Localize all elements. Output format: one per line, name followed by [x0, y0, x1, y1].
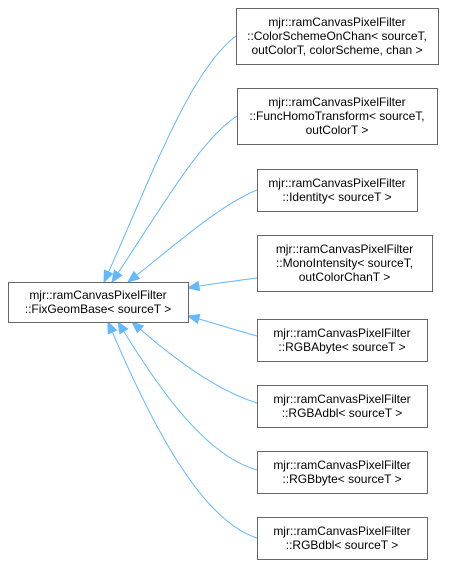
edge-rgb-dbl [111, 331, 258, 539]
class-nodes: mjr::ramCanvasPixelFilter::FixGeomBase< … [8, 8, 439, 560]
node-rgba-byte-label-line: mjr::ramCanvasPixelFilter [273, 326, 410, 340]
node-rgba-byte-box [257, 319, 428, 362]
node-rgb-byte[interactable]: mjr::ramCanvasPixelFilter::RGBbyte< sour… [257, 451, 428, 494]
node-rgba-dbl[interactable]: mjr::ramCanvasPixelFilter::RGBAdbl< sour… [257, 385, 428, 428]
node-color-scheme-on-chan-label-line: ::ColorSchemeOnChan< sourceT, [247, 29, 427, 43]
node-color-scheme-on-chan-box [236, 8, 439, 65]
node-rgb-dbl[interactable]: mjr::ramCanvasPixelFilter::RGBdbl< sourc… [257, 517, 428, 560]
node-fix-geom-base-label-line: ::FixGeomBase< sourceT > [25, 302, 172, 316]
node-rgba-dbl-label-line: mjr::ramCanvasPixelFilter [273, 392, 410, 406]
node-rgb-byte-label-line: mjr::ramCanvasPixelFilter [273, 458, 410, 472]
node-rgb-byte-box [257, 451, 428, 494]
node-func-homo-transform[interactable]: mjr::ramCanvasPixelFilter::FuncHomoTrans… [237, 88, 438, 145]
edge-rgb-dbl-arrowhead [107, 320, 118, 335]
node-identity-label-line: mjr::ramCanvasPixelFilter [268, 176, 405, 190]
edge-identity [136, 189, 258, 276]
edge-rgb-byte-arrowhead [117, 320, 129, 335]
edge-rgba-dbl [139, 328, 258, 404]
node-mono-intensity-label-line: ::MonoIntensity< sourceT, [276, 256, 413, 270]
edge-rgba-dbl-arrowhead [131, 321, 145, 334]
node-identity[interactable]: mjr::ramCanvasPixelFilter::Identity< sou… [257, 169, 418, 212]
edge-rgba-byte-arrowhead [186, 313, 201, 325]
node-color-scheme-on-chan-label-line: mjr::ramCanvasPixelFilter [268, 15, 405, 29]
node-identity-label-line: ::Identity< sourceT > [282, 190, 391, 204]
node-mono-intensity-label-line: outColorChanT > [299, 270, 391, 284]
node-func-homo-transform-label-line: outColorT > [306, 123, 369, 137]
node-rgba-dbl-box [257, 385, 428, 428]
edge-color-scheme-on-chan [108, 35, 237, 273]
inheritance-edges [103, 35, 258, 539]
node-rgba-dbl-label-line: ::RGBAdbl< sourceT > [282, 406, 403, 420]
edge-mono-intensity-arrowhead [186, 280, 201, 292]
edge-rgb-byte [123, 331, 258, 471]
node-fix-geom-base-box [8, 282, 189, 323]
node-func-homo-transform-label-line: mjr::ramCanvasPixelFilter [268, 95, 405, 109]
edge-identity-arrowhead [126, 270, 141, 283]
node-func-homo-transform-box [237, 88, 438, 145]
node-mono-intensity-box [257, 235, 433, 292]
edge-color-scheme-on-chan-arrowhead [103, 269, 114, 284]
edge-rgba-byte [198, 318, 258, 337]
node-fix-geom-base[interactable]: mjr::ramCanvasPixelFilter::FixGeomBase< … [8, 282, 189, 323]
node-rgba-byte[interactable]: mjr::ramCanvasPixelFilter::RGBAbyte< sou… [257, 319, 428, 362]
node-color-scheme-on-chan-label-line: outColorT, colorScheme, chan > [251, 43, 422, 57]
node-func-homo-transform-label-line: ::FuncHomoTransform< sourceT, [249, 109, 424, 123]
node-color-scheme-on-chan[interactable]: mjr::ramCanvasPixelFilter::ColorSchemeOn… [236, 8, 439, 65]
node-rgb-dbl-label-line: ::RGBdbl< sourceT > [286, 538, 399, 552]
node-mono-intensity-label-line: mjr::ramCanvasPixelFilter [276, 242, 413, 256]
node-fix-geom-base-label-line: mjr::ramCanvasPixelFilter [29, 288, 166, 302]
node-rgb-byte-label-line: ::RGBbyte< sourceT > [282, 472, 401, 486]
edge-func-homo-transform [117, 115, 238, 274]
node-identity-box [257, 169, 418, 212]
edge-mono-intensity [198, 277, 258, 287]
node-rgb-dbl-box [257, 517, 428, 560]
node-mono-intensity[interactable]: mjr::ramCanvasPixelFilter::MonoIntensity… [257, 235, 433, 292]
node-rgb-dbl-label-line: mjr::ramCanvasPixelFilter [273, 524, 410, 538]
node-rgba-byte-label-line: ::RGBAbyte< sourceT > [278, 340, 405, 354]
edge-func-homo-transform-arrowhead [111, 269, 123, 284]
